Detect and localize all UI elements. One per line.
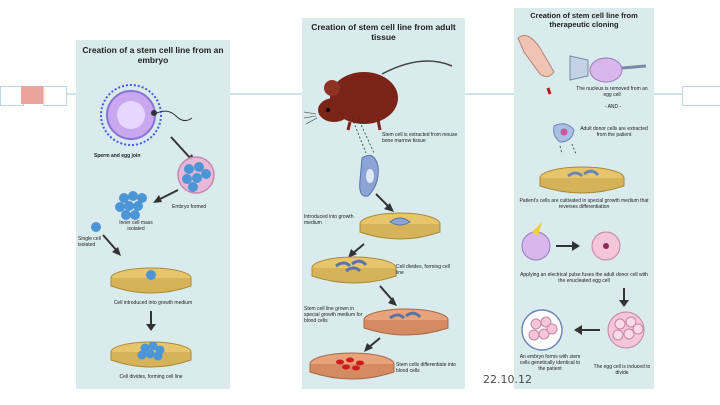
dividing-egg-illustration [607, 311, 645, 349]
single-cell-illustration [91, 222, 101, 232]
cell-fusion-illustration [521, 222, 621, 261]
inner-cell-mass-illustration [115, 191, 147, 220]
extracted-cell-illustration [359, 154, 379, 197]
label-embryo-forms: An embryo forms with stem cells genetica… [519, 354, 581, 372]
slide-tab-right [682, 86, 720, 106]
label-blood-cells: Stem cells differentiate into blood cell… [396, 362, 456, 374]
adult-dish-4 [309, 352, 395, 380]
panel-cloning-title: Creation of stem cell line from therapeu… [530, 11, 638, 29]
petri-dish-1 [110, 267, 192, 294]
panel-embryo: Creation of a stem cell line from an emb… [76, 40, 230, 389]
label-cell-line-forming: Cell divides, forming cell line [396, 264, 450, 276]
panel-cloning-illustration [517, 35, 647, 351]
label-nucleus-removed: The nucleus is removed from an egg cell [576, 86, 648, 98]
label-electrical-pulse: Applying an electrical pulse fuses the a… [520, 272, 648, 284]
label-stem-cell-extracted: Stem cell is extracted from mouse bone m… [382, 132, 458, 144]
mouse-illustration [303, 60, 453, 131]
panel-adult-tissue: Creation of stem cell line from adult ti… [302, 18, 465, 389]
panel-therapeutic-cloning: Creation of stem cell line from therapeu… [514, 8, 654, 389]
label-inner-cell-mass: Inner cell mass isolated [119, 220, 153, 232]
adult-dish-2 [311, 256, 397, 284]
donor-cell-illustration [553, 123, 575, 143]
adult-dish-1 [359, 212, 441, 240]
panel-embryo-title: Creation of a stem cell line from an emb… [82, 45, 224, 65]
pipette-egg-illustration [517, 35, 647, 95]
cloned-embryo-illustration [521, 309, 563, 351]
embryo-illustration [177, 156, 215, 194]
panel-adult-title: Creation of stem cell line from adult ti… [311, 22, 456, 42]
egg-cell-illustration [100, 84, 193, 146]
label-special-medium: Stem cell line grown in special growth m… [304, 306, 363, 324]
label-donor-cells: Adult donor cells are extracted from the… [580, 126, 648, 138]
panel-adult-illustration [303, 60, 453, 380]
label-egg-divides: The egg cell is induced to divide [593, 364, 651, 376]
panel-embryo-illustration [91, 84, 215, 368]
slide-tab-middle [43, 86, 67, 106]
label-and: - AND - [604, 104, 622, 110]
slide-date: 22.10.12 [483, 373, 532, 386]
label-embryo-formed: Embryo formed [172, 204, 207, 210]
cloning-dish [539, 166, 625, 194]
label-cell-introduced: Cell introduced into growth medium [113, 300, 193, 306]
petri-dish-2 [110, 341, 192, 368]
label-single-cell: Single cell isolated [78, 236, 101, 248]
adult-dish-3 [363, 308, 449, 336]
slide-accent-tab [21, 86, 43, 104]
label-introduced-medium: Introduced into growth medium [304, 214, 354, 226]
label-cell-divides: Cell divides, forming cell line [119, 374, 183, 380]
label-cells-cultivated: Patient's cells are cultivated in specia… [519, 198, 649, 210]
label-sperm-egg: Sperm and egg join [94, 153, 141, 159]
